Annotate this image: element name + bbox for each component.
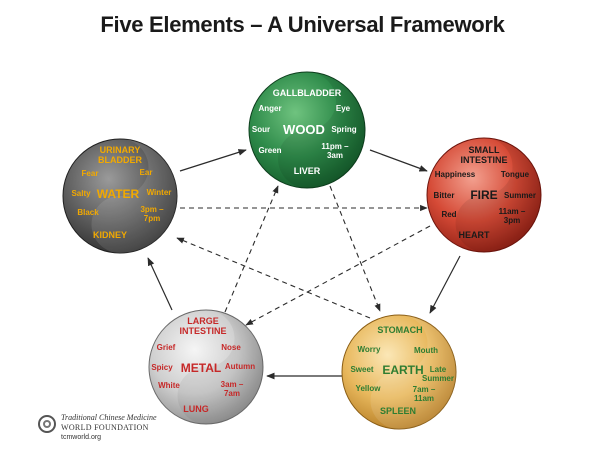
arrow-water-to-wood bbox=[179, 149, 247, 172]
water-element: URINARY BLADDER Fear Ear Salty WATER Win… bbox=[62, 138, 178, 254]
metal-taste: Spicy bbox=[151, 363, 173, 372]
generating-cycle-arrows bbox=[147, 149, 461, 380]
fire-bottom-organ: HEART bbox=[459, 230, 491, 240]
water-bottom-organ: KIDNEY bbox=[93, 230, 127, 240]
arrow-fire-to-metal bbox=[245, 225, 431, 326]
fire-time-1: 11am – bbox=[499, 207, 526, 216]
water-taste: Salty bbox=[71, 189, 91, 198]
metal-season: Autumn bbox=[225, 362, 255, 371]
fire-sense: Tongue bbox=[501, 170, 530, 179]
earth-time-1: 7am – bbox=[413, 385, 436, 394]
logo-website: tcmworld.org bbox=[61, 434, 102, 441]
fire-color: Red bbox=[441, 210, 456, 219]
wood-sense: Eye bbox=[336, 104, 351, 113]
metal-top-organ-2: INTESTINE bbox=[179, 326, 226, 336]
metal-top-organ-1: LARGE bbox=[187, 316, 219, 326]
water-top-organ-2: BLADDER bbox=[98, 155, 142, 165]
earth-sense: Mouth bbox=[414, 346, 438, 355]
wood-top-organ: GALLBLADDER bbox=[273, 88, 342, 98]
metal-name: METAL bbox=[181, 361, 221, 375]
wood-emotion: Anger bbox=[258, 104, 281, 113]
water-name: WATER bbox=[97, 187, 140, 201]
wood-sphere bbox=[248, 71, 366, 189]
earth-time-2: 11am bbox=[414, 394, 434, 403]
metal-time-1: 3am – bbox=[221, 380, 244, 389]
logo-line-1: Traditional Chinese Medicine bbox=[61, 413, 157, 422]
metal-element: LARGE INTESTINE Grief Nose Spicy METAL A… bbox=[148, 309, 264, 425]
wood-name: WOOD bbox=[283, 122, 325, 137]
arrow-metal-to-wood bbox=[224, 185, 279, 313]
earth-name: EARTH bbox=[382, 363, 423, 377]
metal-emotion: Grief bbox=[157, 343, 176, 352]
water-season: Winter bbox=[147, 188, 172, 197]
tcm-world-foundation-logo: Traditional Chinese Medicine WORLD FOUND… bbox=[38, 412, 158, 446]
foundation-emblem-icon bbox=[38, 415, 56, 433]
wood-taste: Sour bbox=[252, 125, 270, 134]
fire-time-2: 3pm bbox=[504, 216, 520, 225]
fire-element: SMALL INTESTINE Happiness Tongue Bitter … bbox=[426, 137, 542, 253]
wood-color: Green bbox=[258, 146, 281, 155]
wood-season: Spring bbox=[331, 125, 356, 134]
water-sense: Ear bbox=[140, 168, 153, 177]
metal-time-2: 7am bbox=[224, 389, 240, 398]
arrow-metal-to-water bbox=[147, 257, 173, 311]
wood-time-1: 11pm – bbox=[321, 142, 349, 151]
water-time-2: 7pm bbox=[144, 214, 160, 223]
earth-season-2: Summer bbox=[422, 374, 454, 383]
fire-name: FIRE bbox=[470, 188, 497, 202]
earth-season-1: Late bbox=[430, 365, 447, 374]
water-time-1: 3pm – bbox=[140, 205, 164, 214]
water-color: Black bbox=[77, 208, 99, 217]
earth-bottom-organ: SPLEEN bbox=[380, 406, 416, 416]
metal-color: White bbox=[158, 381, 180, 390]
page-title: Five Elements – A Universal Framework bbox=[100, 12, 505, 37]
arrow-earth-to-water bbox=[176, 237, 371, 319]
metal-sphere bbox=[148, 309, 264, 425]
fire-top-organ-2: INTESTINE bbox=[460, 155, 507, 165]
water-top-organ-1: URINARY bbox=[100, 145, 141, 155]
metal-sense: Nose bbox=[221, 343, 241, 352]
fire-emotion: Happiness bbox=[435, 170, 476, 179]
earth-taste: Sweet bbox=[350, 365, 373, 374]
logo-line-2: WORLD FOUNDATION bbox=[61, 423, 149, 432]
fire-sphere bbox=[426, 137, 542, 253]
fire-taste: Bitter bbox=[434, 191, 455, 200]
arrow-wood-to-earth bbox=[329, 185, 381, 312]
earth-emotion: Worry bbox=[358, 345, 382, 354]
wood-bottom-organ: LIVER bbox=[294, 166, 321, 176]
earth-element: STOMACH Worry Mouth Sweet EARTH Late Sum… bbox=[341, 314, 457, 430]
metal-bottom-organ: LUNG bbox=[183, 404, 209, 414]
wood-time-2: 3am bbox=[327, 151, 343, 160]
water-emotion: Fear bbox=[82, 169, 99, 178]
fire-season: Summer bbox=[504, 191, 536, 200]
earth-top-organ: STOMACH bbox=[377, 325, 422, 335]
arrow-fire-to-earth bbox=[429, 255, 461, 314]
arrow-wood-to-fire bbox=[369, 149, 428, 172]
controlling-cycle-arrows bbox=[176, 185, 431, 326]
wood-element: GALLBLADDER Anger Eye Sour WOOD Spring G… bbox=[248, 71, 366, 189]
earth-color: Yellow bbox=[356, 384, 382, 393]
water-sphere bbox=[62, 138, 178, 254]
fire-top-organ-1: SMALL bbox=[469, 145, 500, 155]
earth-sphere bbox=[341, 314, 457, 430]
